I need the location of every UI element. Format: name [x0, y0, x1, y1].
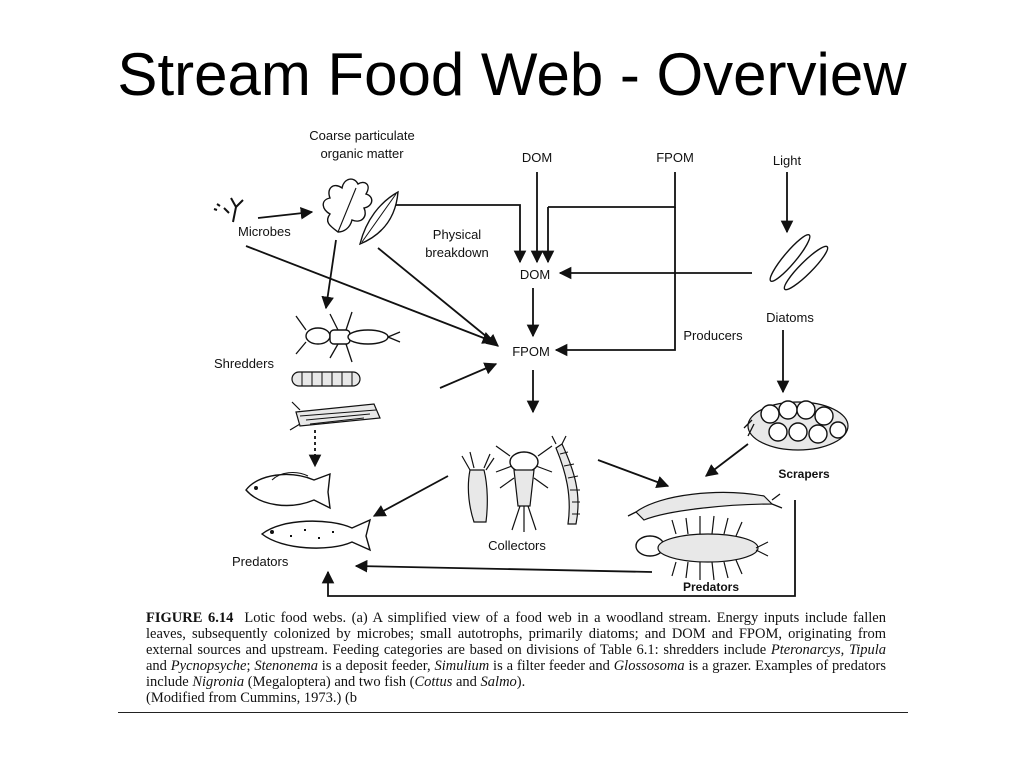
- figure-caption: FIGURE 6.14 Lotic food webs. (a) A simpl…: [146, 610, 886, 706]
- collectors-label: Collectors: [488, 538, 546, 553]
- stonefly-nymph-icon: [295, 311, 401, 363]
- genus-stenonema: Stenonema: [254, 658, 318, 674]
- caption-text-2: ,: [840, 642, 849, 658]
- microbes-icon: [213, 197, 244, 223]
- caption-text-7: is a grazer. Examples of predators inclu…: [146, 658, 887, 690]
- caption-text-3: and: [146, 658, 171, 674]
- cpom-label-line1: Coarse particulate: [309, 128, 415, 143]
- sculpin-fish-icon: [245, 472, 331, 510]
- caption-text-1: Lotic food webs. (a) A simplified view o…: [146, 610, 886, 658]
- leaf-icon: [358, 190, 399, 246]
- caption-text-5: is a deposit feeder,: [317, 658, 435, 674]
- caption-text-4: ;: [246, 658, 255, 674]
- tipula-larva-icon: [291, 371, 361, 387]
- blackfly-larva-icon: [461, 451, 495, 523]
- genus-pteronarcys: Pteronarcys: [770, 642, 841, 658]
- caption-text-10: ).: [516, 674, 526, 690]
- caption-rule: [118, 712, 908, 713]
- genus-simulium: Simulium: [434, 658, 490, 674]
- fpom-node-label: FPOM: [512, 344, 550, 359]
- arrows: [245, 172, 796, 597]
- scraper-case-icon: [743, 400, 849, 451]
- oak-leaf-icon: [322, 178, 373, 233]
- genus-cottus: Cottus: [414, 674, 453, 690]
- genus-tipula: Tipula: [848, 642, 887, 658]
- diatoms-icon: [769, 233, 829, 291]
- genus-glossosoma: Glossosoma: [613, 658, 685, 674]
- mayfly-nymph-icon: [495, 445, 553, 532]
- shredders-label: Shredders: [214, 356, 274, 371]
- physical-breakdown-line1: Physical: [433, 227, 482, 242]
- caddisfly-larva-icon: [551, 435, 580, 525]
- slide-title: Stream Food Web - Overview: [117, 41, 907, 108]
- caption-text-11: (Modified from Cummins, 1973.) (b: [146, 690, 358, 706]
- caption-text-9: and: [452, 674, 481, 690]
- microbes-label: Microbes: [238, 224, 291, 239]
- genus-nigronia: Nigronia: [192, 674, 245, 690]
- genus-salmo: Salmo: [480, 674, 517, 690]
- scrapers-label: Scrapers: [778, 467, 830, 481]
- caddis-case-icon: [289, 401, 381, 431]
- predator-larva-icon: [627, 491, 783, 521]
- light-label: Light: [773, 153, 802, 168]
- predators-right-label: Predators: [683, 580, 739, 594]
- dom-node-label: DOM: [520, 267, 550, 282]
- physical-breakdown-line2: breakdown: [425, 245, 489, 260]
- trout-fish-icon: [260, 518, 372, 552]
- caption-text-6: is a filter feeder and: [489, 658, 614, 674]
- genus-pycnopsyche: Pycnopsyche: [170, 658, 247, 674]
- predators-left-label: Predators: [232, 554, 289, 569]
- dom-source-label: DOM: [522, 150, 552, 165]
- hellgrammite-icon: [635, 515, 769, 581]
- figure-label: FIGURE 6.14: [146, 610, 234, 626]
- caption-text-8: (Megaloptera) and two fish (: [244, 674, 415, 690]
- diatoms-label: Diatoms: [766, 310, 814, 325]
- fpom-source-label: FPOM: [656, 150, 694, 165]
- producers-label: Producers: [683, 328, 743, 343]
- food-web-diagram: Coarse particulate organic matter DOM FP…: [213, 128, 849, 597]
- cpom-label-line2: organic matter: [320, 146, 404, 161]
